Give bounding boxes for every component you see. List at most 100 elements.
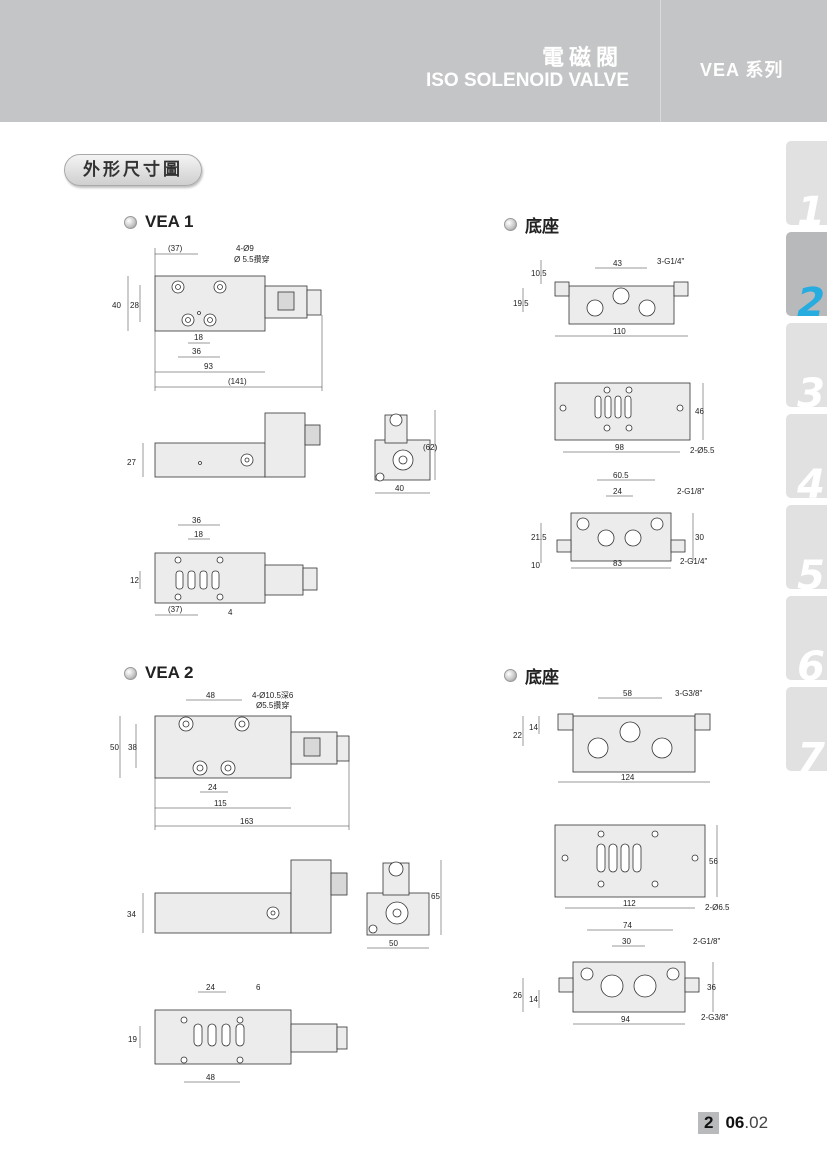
- section-title: 外形尺寸圖: [64, 154, 202, 186]
- dimension-label: 4-Ø10.5深6: [252, 691, 294, 700]
- chapter-tab-1[interactable]: 1: [786, 141, 827, 225]
- bullet-icon: [124, 215, 137, 229]
- dimension-label: 36: [192, 347, 201, 356]
- dimension-label: 36: [192, 516, 201, 525]
- dimension-label: 110: [613, 327, 626, 336]
- base2-front-view: 58 3-G3/8" 22 14 124: [505, 688, 715, 788]
- dimension-label: 24: [613, 487, 622, 496]
- dimension-label: 27: [127, 458, 136, 467]
- dimension-label: 14: [529, 723, 538, 732]
- chapter-tab-6[interactable]: 6: [786, 596, 827, 680]
- dimension-label: 36: [707, 983, 716, 992]
- page-num-rest: .02: [744, 1113, 769, 1132]
- dimension-label: 28: [130, 301, 139, 310]
- dimension-label: Ø 5.5攢穿: [234, 254, 270, 264]
- dimension-label: 94: [621, 1015, 630, 1024]
- dimension-label: 24: [206, 983, 215, 992]
- dimension-label: 50: [110, 743, 119, 752]
- dimension-label: 112: [623, 899, 636, 908]
- dimension-label: 30: [622, 937, 631, 946]
- header-title-en: ISO SOLENOID VALVE: [425, 70, 629, 91]
- dimension-label: 14: [529, 995, 538, 1004]
- chapter-tab-5[interactable]: 5: [786, 505, 827, 589]
- dimension-label: 22: [513, 731, 522, 740]
- dimension-label: 18: [194, 333, 203, 342]
- dimension-label: 34: [127, 910, 136, 919]
- chapter-tabs: 1 2 3 4 5 6 7: [786, 141, 827, 778]
- chapter-tab-3[interactable]: 3: [786, 323, 827, 407]
- vea2-end-view: 65 50: [355, 855, 450, 955]
- dimension-label: 2-G1/8": [693, 937, 720, 946]
- header-series: VEA 系列: [700, 60, 784, 80]
- vea2-heading: VEA 2: [124, 663, 194, 683]
- dimension-label: 2-G1/4": [680, 557, 707, 566]
- dimension-label: (37): [168, 244, 183, 253]
- bullet-icon: [504, 218, 517, 231]
- bullet-icon: [124, 666, 137, 680]
- dimension-label: 6: [256, 983, 261, 992]
- dimension-label: 4-Ø9: [236, 244, 254, 253]
- base2-top-view: 56 112 2-Ø6.5: [545, 820, 745, 920]
- page-number: 2 06 .02: [698, 1112, 768, 1134]
- dimension-label: 46: [695, 407, 704, 416]
- base1-side-view: 60.5 24 2-G1/8" 21.5 10 30 83 2-G1/4": [505, 468, 725, 573]
- dimension-label: 83: [613, 559, 622, 568]
- vea1-top-view: (37) 4-Ø9 Ø 5.5攢穿 40 28 18 36 93 (141): [110, 240, 340, 395]
- dimension-label: 93: [204, 362, 213, 371]
- chapter-tab-2[interactable]: 2: [786, 232, 827, 316]
- dimension-label: 10: [531, 561, 540, 570]
- page-chapter: 2: [698, 1112, 720, 1134]
- dimension-label: 48: [206, 691, 215, 700]
- base1-top-view: 46 98 2-Ø5.5: [545, 378, 735, 463]
- vea2-top-view: 48 4-Ø10.5深6 Ø5.5攢穿 50 38 24 115 163: [110, 688, 350, 833]
- dimension-label: 60.5: [613, 471, 629, 480]
- dimension-label: 12: [130, 576, 139, 585]
- dimension-label: 38: [128, 743, 137, 752]
- dimension-label: 50: [389, 939, 398, 948]
- dimension-label: 65: [431, 892, 440, 901]
- dimension-label: 3-G1/4": [657, 257, 684, 266]
- dimension-label: 40: [395, 484, 404, 493]
- dimension-label: 2-Ø6.5: [705, 903, 730, 912]
- header-divider: [660, 0, 661, 122]
- chapter-tab-4[interactable]: 4: [786, 414, 827, 498]
- dimension-label: 2-G1/8": [677, 487, 704, 496]
- header-title-cn: 電磁閥: [541, 45, 623, 70]
- dimension-label: Ø5.5攢穿: [256, 700, 289, 710]
- vea1-side-view: 27: [125, 405, 335, 485]
- dimension-label: 2-G3/8": [701, 1013, 728, 1022]
- dimension-label: (141): [228, 377, 247, 386]
- vea1-end-view: (62) 40: [355, 405, 445, 500]
- dimension-label: 3-G3/8": [675, 689, 702, 698]
- dimension-label: 98: [615, 443, 624, 452]
- dimension-label: 10.5: [531, 269, 547, 278]
- dimension-label: 21.5: [531, 533, 547, 542]
- vea1-bottom-view: 36 18 12 (37) 4: [110, 513, 330, 625]
- base1-heading: 底座: [504, 212, 559, 237]
- dimension-label: 4: [228, 608, 233, 617]
- vea2-side-view: 34: [125, 855, 355, 940]
- page-num-bold: 06: [725, 1113, 745, 1132]
- vea2-bottom-view: 24 6 19 48: [110, 980, 350, 1095]
- dimension-label: 43: [613, 259, 622, 268]
- dimension-label: 40: [112, 301, 121, 310]
- dimension-label: 48: [206, 1073, 215, 1082]
- dimension-label: 19: [128, 1035, 137, 1044]
- dimension-label: 163: [240, 817, 254, 826]
- dimension-label: 26: [513, 991, 522, 1000]
- dimension-label: 124: [621, 773, 635, 782]
- bullet-icon: [504, 669, 517, 682]
- dimension-label: (62): [423, 443, 438, 452]
- dimension-label: 18: [194, 530, 203, 539]
- dimension-label: 115: [214, 799, 227, 808]
- page-header: 電磁閥 ISO SOLENOID VALVE VEA 系列: [0, 0, 827, 122]
- dimension-label: 74: [623, 921, 632, 930]
- base2-side-view: 74 30 2-G1/8" 26 14 36 94 2-G3/8": [505, 920, 735, 1030]
- dimension-label: 58: [623, 689, 632, 698]
- dimension-label: 30: [695, 533, 704, 542]
- chapter-tab-7[interactable]: 7: [786, 687, 827, 771]
- dimension-label: (37): [168, 605, 183, 614]
- dimension-label: 2-Ø5.5: [690, 446, 715, 455]
- base2-heading: 底座: [504, 663, 559, 688]
- dimension-label: 19.5: [513, 299, 529, 308]
